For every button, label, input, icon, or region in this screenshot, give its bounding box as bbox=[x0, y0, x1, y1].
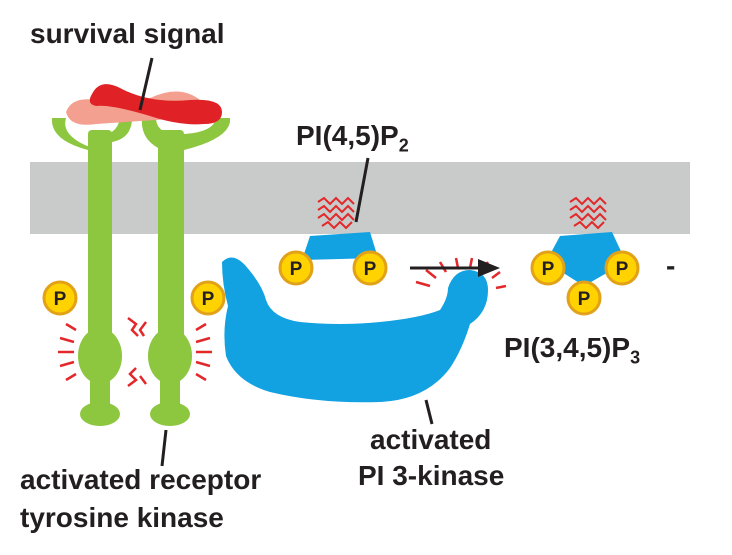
label-edge-dash: - bbox=[666, 250, 676, 281]
label-rtk-line1: activated receptor bbox=[20, 464, 262, 495]
phosphate-icon bbox=[42, 280, 78, 316]
signal-dark-part bbox=[89, 84, 222, 125]
pip3-lipid-tails bbox=[569, 196, 607, 230]
pip2-leader-line bbox=[354, 157, 370, 223]
phosphate-pip2-right: P bbox=[352, 250, 388, 286]
phosphate-pip3-right: P bbox=[604, 250, 640, 286]
label-pip3: PI(3,4,5)P3 bbox=[504, 332, 640, 374]
phosphate-icon bbox=[530, 250, 566, 286]
label-pip2-sub: 2 bbox=[398, 135, 409, 156]
svg-text:P: P bbox=[202, 289, 215, 310]
label-survival-signal: survival signal bbox=[30, 18, 225, 49]
label-pip2: PI(4,5)P2 bbox=[296, 120, 409, 162]
pip2-lipid bbox=[302, 196, 378, 260]
svg-text:P: P bbox=[364, 259, 377, 280]
label-pi3k-line2: PI 3-kinase bbox=[358, 460, 505, 491]
pip2-lipid-tails bbox=[317, 196, 355, 230]
pi3k-leader-line bbox=[424, 399, 434, 425]
label-rtk-line2: tyrosine kinase bbox=[20, 502, 224, 533]
label-pip3-main: PI(3,4,5)P bbox=[504, 332, 631, 363]
phosphate-receptor-left: P bbox=[42, 280, 78, 316]
phosphate-receptor-right: P bbox=[190, 280, 226, 316]
svg-text:P: P bbox=[542, 259, 555, 280]
receptor-left bbox=[51, 118, 132, 426]
phosphate-pip3-left: P bbox=[530, 250, 566, 286]
phosphate-icon bbox=[566, 280, 602, 316]
svg-text:P: P bbox=[54, 289, 67, 310]
receptor-right bbox=[141, 118, 231, 426]
svg-text:P: P bbox=[578, 289, 591, 310]
phosphate-icon bbox=[352, 250, 388, 286]
svg-text:P: P bbox=[290, 259, 303, 280]
survival-signal-molecule bbox=[66, 84, 222, 125]
label-pip3-sub: 3 bbox=[630, 347, 641, 368]
pi3k-enzyme bbox=[222, 257, 488, 403]
signal-leader-line bbox=[138, 57, 154, 111]
phosphate-icon bbox=[604, 250, 640, 286]
arrow-icon bbox=[410, 259, 500, 277]
phosphate-pip3-bottom: P bbox=[566, 280, 602, 316]
phosphate-icon bbox=[278, 250, 314, 286]
phosphate-pip2-left: P bbox=[278, 250, 314, 286]
receptor-activity-marks bbox=[58, 317, 212, 387]
pip2-headgroup bbox=[302, 232, 378, 260]
svg-text:P: P bbox=[616, 259, 629, 280]
phosphate-icon bbox=[190, 280, 226, 316]
label-pip2-main: PI(4,5)P bbox=[296, 120, 399, 151]
label-pi3k-line1: activated bbox=[370, 424, 492, 455]
rtk-leader-line bbox=[160, 429, 168, 467]
